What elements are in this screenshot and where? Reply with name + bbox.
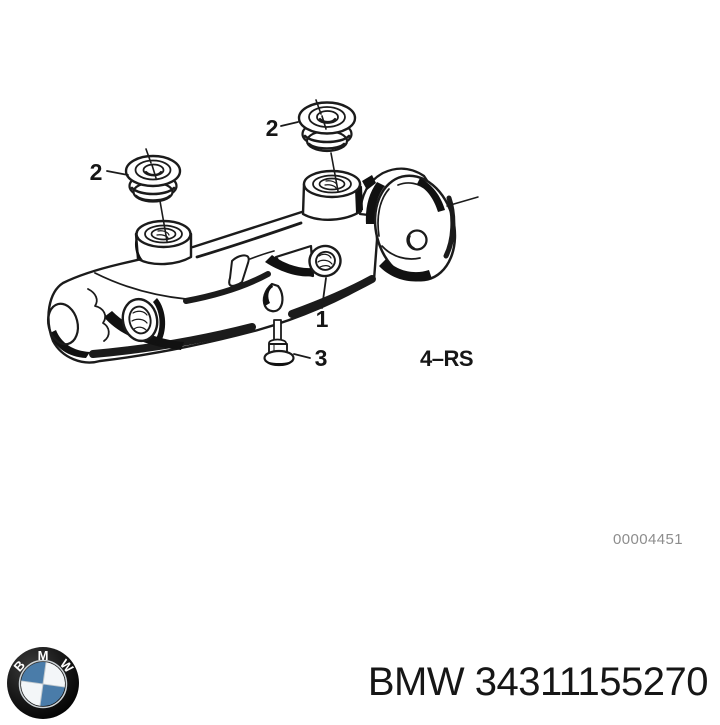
outlet-port-threads: [131, 310, 148, 331]
callout-3-leader: [293, 353, 311, 359]
bleeder-boss-shadow: [263, 284, 273, 306]
diagram-number-watermark: 00004451: [613, 531, 683, 548]
pushrod-axis-line: [446, 196, 479, 207]
reservoir-opening-left-bore: [150, 227, 177, 241]
bracket-shadow: [362, 175, 376, 190]
mid-shadow-band: [183, 271, 271, 304]
grommet-left-axis-line: [145, 148, 168, 242]
body-notch: [228, 254, 250, 287]
flange-edge-shadow: [443, 195, 456, 259]
sealing-grommet-left: [124, 154, 182, 203]
flange-shadow-topright: [417, 178, 445, 212]
callout-2-left-leader: [106, 170, 129, 176]
end-cap-dome: [46, 302, 80, 346]
notch-to-port-line: [249, 250, 275, 260]
callout-2-top-label: 2: [266, 115, 279, 141]
logo-quadrants: [21, 662, 65, 706]
svg-text:M: M: [38, 648, 49, 663]
callout-1-label: 1: [316, 306, 329, 332]
brand-text: BMW: [367, 660, 465, 704]
callout-4-rs-label: 4–RS: [420, 346, 473, 371]
callout-2-left-label: 2: [90, 159, 103, 185]
callout-1-leader: [321, 277, 327, 309]
reservoir-opening-right-bore: [318, 177, 346, 191]
side-port-shadow: [265, 255, 314, 277]
cap-bottom-shadow: [50, 330, 90, 358]
bottom-shadow-band-right: [288, 275, 376, 318]
reservoir-boss-left-shadow: [134, 238, 143, 260]
flange-bolt-hole: [406, 229, 428, 251]
part-number-line: BMW 34311155270: [367, 660, 709, 704]
side-port-front: [308, 244, 342, 278]
sealing-grommet-right: [297, 101, 357, 153]
logo-inner-rim: [18, 659, 68, 709]
reservoir-boss-right-shadow: [355, 186, 363, 213]
bleed-screw: [263, 319, 295, 367]
body-step-contour: [94, 272, 187, 300]
bmw-roundel-logo: B M W: [5, 646, 81, 720]
callout-2-top-leader: [280, 121, 299, 127]
flange-shadow-left: [365, 182, 385, 224]
cap-cast-lumps: [87, 288, 110, 342]
side-port-bore: [315, 250, 336, 271]
outlet-port-bore: [128, 305, 152, 335]
reservoir-opening-right-ring: [312, 174, 352, 194]
flange-shadow-bottom: [379, 259, 432, 282]
outlet-port-shadow: [153, 298, 166, 345]
callout-3-label: 3: [315, 345, 328, 371]
beam-inner-edge: [195, 221, 303, 259]
side-port-threads: [317, 253, 333, 269]
cap-right-shadow: [104, 311, 184, 350]
flange-bolt-hole-inner: [408, 235, 415, 249]
part-number: 34311155270: [474, 660, 709, 704]
grommet-right-axis-line: [315, 99, 339, 192]
